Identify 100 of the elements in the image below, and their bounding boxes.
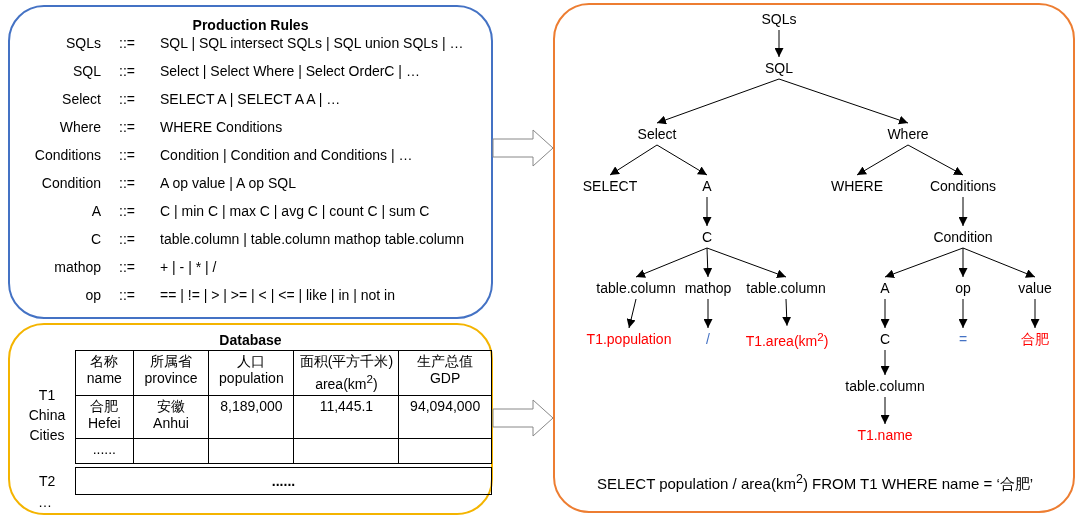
production-rule: SQL | SQL intersect SQLs | SQL union SQLs | …	[160, 35, 464, 51]
grammar-symbol: Where	[59, 119, 101, 135]
table-cell: 面积(平方千米) area(km$^{2}$)	[293, 350, 399, 396]
production-rule: C | min C | max C | avg C | count C | sum C	[160, 203, 430, 219]
table-name: T1 China Cities	[27, 386, 67, 445]
arrow	[958, 298, 968, 329]
definition-operator: ::=	[119, 147, 135, 163]
table-cell: 8,189,000	[208, 395, 294, 439]
table-cell: ......	[75, 467, 492, 495]
arrow	[880, 349, 890, 376]
arrow	[626, 298, 637, 329]
tree-node-label: A	[702, 178, 712, 194]
production-rule: == | != | > | >= | < | <= | like | in | not in	[160, 287, 395, 303]
arrow	[702, 196, 712, 227]
arrow	[635, 247, 708, 278]
production-rule: A op value | A op SQL	[160, 175, 296, 191]
tree-node-label: op	[955, 280, 971, 296]
table-name: T2	[39, 473, 56, 489]
table-cell: 人口 population	[208, 350, 294, 396]
table-cell: 生产总值 GDP	[398, 350, 492, 396]
arrow	[774, 29, 784, 58]
tree-node-label: Where	[887, 126, 929, 142]
terminal-value: /	[706, 331, 710, 347]
table-cell: 所属省 province	[133, 350, 209, 396]
arrow	[958, 247, 968, 278]
panel-title: Database	[219, 332, 282, 348]
tree-node-label: WHERE	[830, 178, 884, 194]
table-cell: 94,094,000	[398, 395, 492, 439]
arrow	[856, 144, 909, 176]
grammar-symbol: mathop	[54, 259, 101, 275]
arrow	[962, 247, 1036, 278]
tree-node-label: table.column	[746, 280, 826, 296]
arrow	[609, 144, 658, 176]
grammar-symbol: Select	[62, 91, 101, 107]
grammar-symbol: op	[85, 287, 101, 303]
tree-node-label: Condition	[933, 229, 993, 245]
grammar-symbol: Conditions	[34, 147, 101, 163]
definition-operator: ::=	[119, 231, 135, 247]
arrow	[880, 396, 890, 425]
table-cell: 11,445.1	[293, 395, 399, 439]
arrow	[656, 144, 708, 176]
terminal-value: =	[958, 331, 968, 347]
production-rule: table.column | table.column mathop table.column	[160, 231, 465, 247]
definition-operator: ::=	[119, 259, 135, 275]
arrow	[656, 78, 780, 125]
tree-node-label: SQLs	[761, 11, 797, 27]
arrow	[782, 298, 792, 327]
arrow	[703, 298, 713, 329]
tree-node-label: table.column	[596, 280, 676, 296]
definition-operator: ::=	[119, 203, 135, 219]
block-arrow	[492, 399, 554, 437]
terminal-value: T1.name	[857, 427, 913, 443]
tree-node-label: Select	[637, 126, 677, 142]
rounded-panel	[8, 323, 493, 515]
grammar-symbol: Condition	[41, 175, 101, 191]
arrow	[880, 298, 890, 329]
block-arrow	[492, 129, 554, 167]
terminal-value: T1.area(km$^{2}$)	[745, 328, 829, 350]
definition-operator: ::=	[119, 63, 135, 79]
definition-operator: ::=	[119, 119, 135, 135]
arrow	[907, 144, 964, 176]
production-rule: Condition | Condition and Conditions | …	[160, 147, 413, 163]
arrow	[778, 78, 909, 125]
tree-node-label: SELECT	[582, 178, 638, 194]
arrow	[884, 247, 964, 279]
table-cell: 合肥 Hefei	[75, 395, 134, 439]
sql-query: SELECT population / area(km$^{2}$) FROM T1 WHERE name = ‘合肥’	[596, 470, 1034, 492]
grammar-symbol: C	[90, 231, 101, 247]
table-cell: 名称 name	[75, 350, 134, 396]
tree-node-label: Conditions	[929, 178, 997, 194]
table-cell: ......	[75, 438, 134, 464]
definition-operator: ::=	[119, 287, 135, 303]
tree-node-label: C	[879, 331, 891, 347]
grammar-symbol: SQL	[73, 63, 101, 79]
definition-operator: ::=	[119, 175, 135, 191]
rounded-panel	[553, 3, 1075, 513]
arrow	[958, 196, 968, 227]
terminal-value: 合肥	[1021, 331, 1049, 347]
rounded-panel	[8, 5, 493, 319]
tree-node-label: table.column	[845, 378, 925, 394]
definition-operator: ::=	[119, 91, 135, 107]
table-cell: 安徽 Anhui	[133, 395, 209, 439]
panel-title: Production Rules	[192, 17, 309, 33]
tree-node-label: C	[701, 229, 713, 245]
arrow	[703, 247, 713, 278]
tree-node-label: value	[1018, 280, 1052, 296]
grammar-symbol: A	[91, 203, 101, 219]
terminal-value: T1.population	[586, 331, 672, 347]
arrow	[1030, 298, 1040, 329]
production-rule: + | - | * | /	[160, 259, 217, 275]
arrow	[706, 247, 787, 279]
tree-node-label: mathop	[684, 280, 732, 296]
definition-operator: ::=	[119, 35, 135, 51]
production-rule: Select | Select Where | Select OrderC | …	[160, 63, 420, 79]
production-rule: SELECT A | SELECT A A | …	[160, 91, 341, 107]
tree-node-label: A	[880, 280, 890, 296]
tree-node-label: SQL	[765, 60, 793, 76]
grammar-symbol: SQLs	[66, 35, 101, 51]
production-rule: WHERE Conditions	[160, 119, 283, 135]
ellipsis: …	[38, 494, 52, 510]
